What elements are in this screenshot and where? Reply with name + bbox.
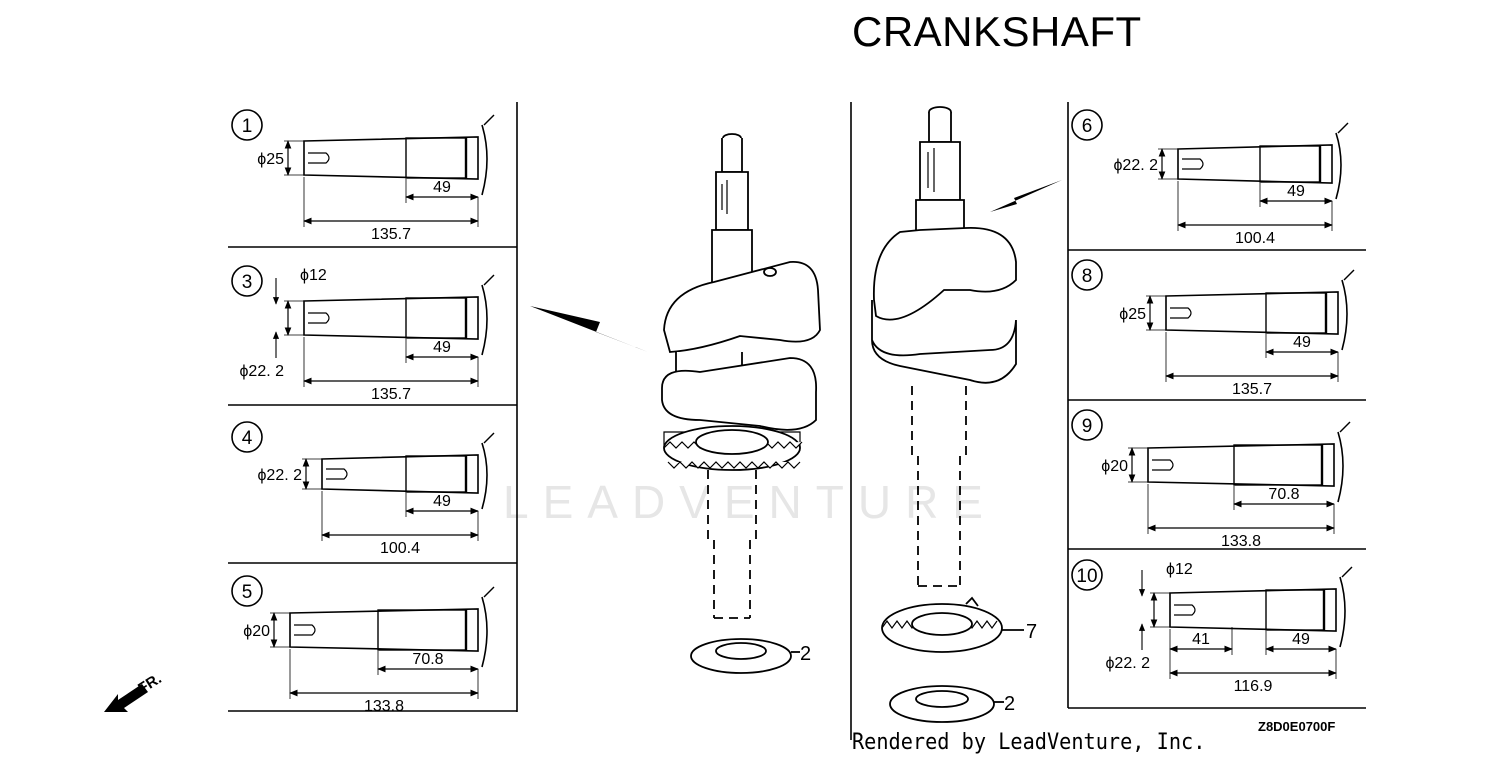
journal-length-label: 49: [433, 179, 451, 196]
shaft-outline: [303, 296, 479, 340]
diameter-label: ϕ20: [1101, 458, 1128, 475]
overall-length-label: 100.4: [380, 540, 420, 557]
variant-panel-8: 8 ϕ25 49 135.7: [1071, 259, 1355, 398]
front-arrow-icon: FR.: [104, 670, 165, 712]
variant-number-badge: [231, 575, 263, 607]
diameter-label: ϕ25: [1119, 306, 1146, 323]
journal-length-label: 70.8: [412, 651, 443, 668]
variant-number-badge: [1071, 409, 1103, 441]
drawing-code: Z8D0E0700F: [1258, 719, 1336, 734]
overall-length-label: 133.8: [364, 698, 404, 715]
variant-number-badge: [1071, 109, 1103, 141]
shaft-outline: [321, 454, 479, 494]
variant-number: 10: [1076, 566, 1097, 587]
overall-length-label: 135.7: [371, 226, 411, 243]
variant-number-badge: [1071, 559, 1103, 591]
variant-number-badge: [231, 109, 263, 141]
variant-panel-3: 3 ϕ22. 2 ϕ12 49 135.7: [231, 265, 495, 403]
keyway: [294, 624, 316, 636]
variant-number-badge: [1071, 259, 1103, 291]
diameter-label: ϕ25: [257, 151, 284, 168]
variant-number: 8: [1082, 266, 1093, 287]
overall-length-label: 133.8: [1221, 533, 1261, 550]
variant-panel-5: 5 ϕ20 70.8 133.8: [231, 575, 495, 715]
crankshaft-right: [871, 106, 1024, 723]
diameter-label: ϕ20: [243, 623, 270, 640]
washer-callout-right: 2: [1004, 693, 1015, 715]
overall-length-label: 100.4: [1235, 230, 1275, 247]
variant-number: 6: [1082, 116, 1093, 137]
gear-callout: 7: [1026, 621, 1037, 643]
keyway: [1170, 307, 1192, 319]
journal-length-label: 49: [433, 493, 451, 510]
shaft-outline: [1165, 291, 1339, 335]
journal-length-label: 49: [1293, 334, 1311, 351]
variant-number: 1: [242, 116, 253, 137]
keyway: [308, 152, 330, 164]
overall-length-label: 135.7: [371, 386, 411, 403]
variant-number-badge: [231, 421, 263, 453]
diameter-label: ϕ22. 2: [1105, 655, 1150, 672]
keyway: [326, 468, 348, 480]
watermark: LEADVENTURE: [503, 476, 997, 528]
variant-number: 5: [242, 582, 253, 603]
variant-number: 9: [1082, 416, 1093, 437]
variant-number-badge: [231, 265, 263, 297]
journal-length-label: 49: [1292, 631, 1310, 648]
step-length-label: 41: [1192, 631, 1210, 648]
diameter-label: ϕ22. 2: [239, 363, 284, 380]
variant-panel-4: 4 ϕ22. 2 49 100.4: [231, 421, 495, 557]
right-pointer-arrow: [990, 180, 1062, 212]
variant-panel-9: 9 ϕ20 70.8 133.8: [1071, 409, 1351, 550]
overall-length-label: 135.7: [1232, 381, 1272, 398]
shaft-outline: [1177, 144, 1333, 184]
keyway: [1174, 604, 1196, 616]
footer-credit: Rendered by LeadVenture, Inc.: [852, 730, 1206, 755]
shaft-outline: [303, 136, 479, 180]
journal-length-label: 49: [1287, 183, 1305, 200]
variant-panel-10: 10 ϕ22. 2 ϕ12 49 41 116.9: [1071, 559, 1353, 695]
overall-length-label: 116.9: [1234, 678, 1273, 695]
minor-diameter-label: ϕ12: [300, 267, 327, 284]
minor-diameter-label: ϕ12: [1166, 561, 1193, 578]
left-pointer-arrow: [530, 306, 648, 352]
keyway: [1182, 158, 1204, 170]
keyway: [1152, 459, 1174, 471]
pointer-arrows: [530, 180, 1062, 352]
crankshaft-left: [661, 133, 821, 674]
variant-panel-6: 6 ϕ22. 2 49 100.4: [1071, 109, 1349, 247]
shaft-outline: [289, 608, 479, 652]
diameter-label: ϕ22. 2: [1113, 157, 1158, 174]
shaft-outline: [1147, 443, 1335, 487]
panel-frames: [228, 102, 1366, 740]
diameter-label: ϕ22. 2: [257, 467, 302, 484]
keyway: [308, 312, 330, 324]
page-title: CRANKSHAFT: [852, 8, 1142, 55]
washer-callout-left: 2: [800, 643, 811, 665]
variant-number: 4: [242, 428, 253, 449]
journal-length-label: 70.8: [1268, 486, 1299, 503]
variant-number: 3: [242, 272, 253, 293]
journal-length-label: 49: [433, 339, 451, 356]
